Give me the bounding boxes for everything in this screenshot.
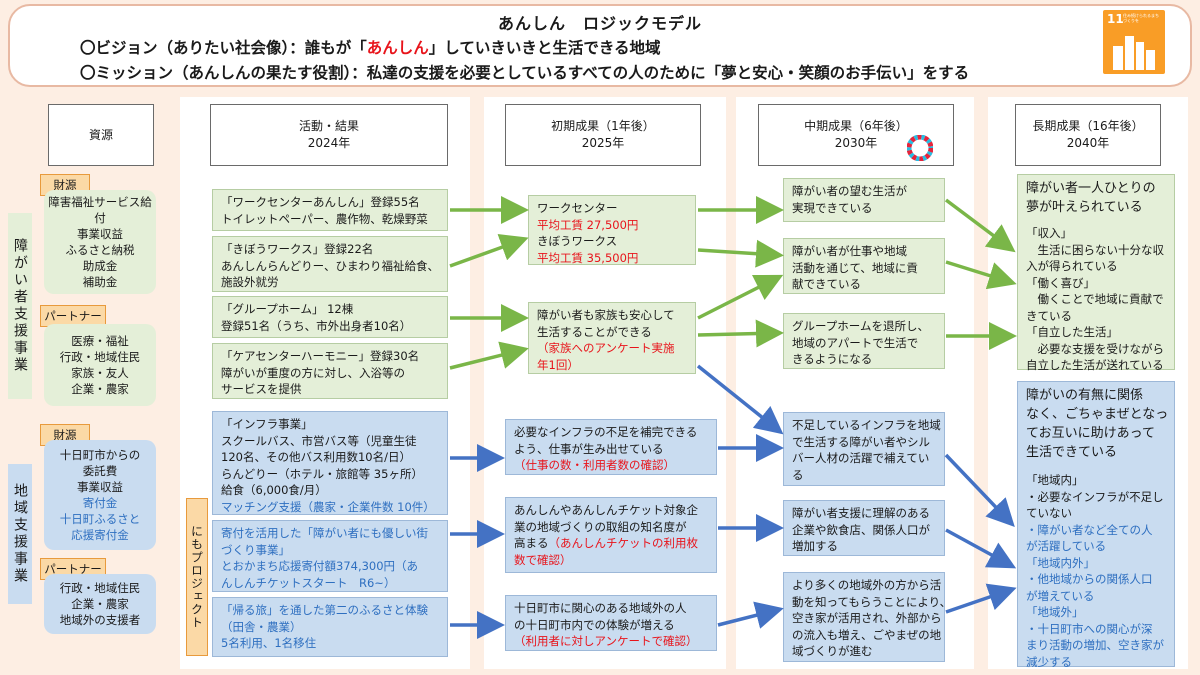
sdgs-wheel-icon bbox=[907, 135, 933, 161]
sdg-11-icon: 11 住み続けられるまちづくりを bbox=[1103, 10, 1165, 74]
regional-support-label: 地域支援事業 bbox=[8, 464, 32, 604]
header-banner: あんしん ロジックモデル 〇ビジョン（ありたい社会像）：誰もが「あんしん」してい… bbox=[8, 4, 1192, 87]
initial-awareness: あんしんやあんしんチケット対象企業の地域づくりの取組の知名度が高まる（あんしんチ… bbox=[505, 497, 717, 573]
activity-kibou-works: 「きぼうワークス」登録22名あんしんらんどりー、ひまわり福祉給食、施設外就労 bbox=[212, 236, 448, 292]
vision-highlight: あんしん bbox=[366, 39, 429, 57]
mid-infra-support: 不足しているインフラを地域で生活する障がい者やシルバー人材の活躍で補えている bbox=[783, 412, 945, 486]
activity-care-center: 「ケアセンターハーモニー」登録30名障がいが重度の方に対し、入浴等のサービスを提… bbox=[212, 343, 448, 399]
initial-column bbox=[484, 97, 726, 669]
activity-donation: 寄付を活用した「障がい者にも優しい街づくり事業」とおかまち応援寄付額374,30… bbox=[212, 520, 448, 592]
vision-line: 〇ビジョン（ありたい社会像）：誰もが「あんしん」していきいきと生活できる地域 bbox=[80, 36, 661, 58]
partner-tag: パートナー bbox=[40, 305, 106, 327]
disability-funds-box: 障害福祉サービス給付事業収益ふるさと納税助成金補助金 bbox=[44, 190, 156, 294]
initial-header: 初期成果（1年後）2025年 bbox=[505, 104, 701, 166]
mission-line: 〇ミッション（あんしんの果たす役割）：私達の支援を必要としているすべての人のため… bbox=[80, 64, 970, 82]
mid-related-population: 障がい者支援に理解のある企業や飲食店、関係人口が増加する bbox=[783, 500, 945, 556]
sdg-buildings-icon bbox=[1113, 36, 1155, 70]
sdg-text: 住み続けられるまちづくりを bbox=[1123, 13, 1159, 23]
long-header: 長期成果（16年後）2040年 bbox=[1015, 104, 1161, 166]
project-label: にもプロジェクト bbox=[186, 498, 208, 656]
sdg-number: 11 bbox=[1107, 12, 1124, 26]
regional-funds-box: 十日町市からの委託費事業収益 寄付金十日町ふるさと応援寄付金 bbox=[44, 440, 156, 550]
resources-header: 資源 bbox=[48, 104, 154, 166]
page-title: あんしん ロジックモデル bbox=[497, 14, 702, 33]
disability-support-label: 障がい者支援事業 bbox=[8, 213, 32, 399]
activity-kaeru-tabi: 「帰る旅」を通した第二のふるさと体験（田舎・農業）5名利用、1名移住 bbox=[212, 597, 448, 657]
initial-safe-living: 障がい者も家族も安心して生活することができる（家族へのアンケート実施年1回） bbox=[528, 302, 696, 374]
vision-prefix: 〇ビジョン（ありたい社会像）：誰もが「 bbox=[80, 39, 367, 57]
mid-apartment-living: グループホームを退所し、地域のアパートで生活できるようになる bbox=[783, 313, 945, 369]
initial-infra-jobs: 必要なインフラの不足を補完できるよう、仕事が生み出せている（仕事の数・利用者数の… bbox=[505, 419, 717, 475]
mid-desired-life: 障がい者の望む生活が実現できている bbox=[783, 178, 945, 222]
activity-work-center: 「ワークセンターあんしん」登録55名トイレットペーパー、農作物、乾燥野菜 bbox=[212, 189, 448, 231]
mid-header: 中期成果（6年後）2030年 bbox=[758, 104, 954, 166]
regional-partners-box: 行政・地域住民企業・農家地域外の支援者 bbox=[44, 574, 156, 634]
mid-contribution: 障がい者が仕事や地域活動を通じて、地域に貢献できている bbox=[783, 238, 945, 294]
disability-partners-box: 医療・福祉行政・地域住民家族・友人企業・農家 bbox=[44, 324, 156, 406]
mid-vacant-houses: より多くの地域外の方から活動を知ってもらうことにより、空き家が活用され、外部から… bbox=[783, 572, 951, 662]
initial-wages: ワークセンター平均工賃 27,500円きぼうワークス平均工賃 35,500円 bbox=[528, 195, 696, 265]
initial-outside-visitors: 十日町市に関心のある地域外の人の十日町市内での体験が増える（利用者に対しアンケー… bbox=[505, 595, 717, 651]
vision-suffix: 」していきいきと生活できる地域 bbox=[428, 39, 661, 57]
activity-group-home: 「グループホーム」 12棟登録51名（うち、市外出身者10名） bbox=[212, 296, 448, 338]
long-mixed-community: 障がいの有無に関係 なく、ごちゃまぜとなっ てお互いに助けあって 生活できている… bbox=[1017, 381, 1175, 669]
long-dreams-fulfilled: 障がい者一人ひとりの 夢が叶えられている 「収入」 生活に困らない十分な収入が得… bbox=[1017, 174, 1175, 372]
